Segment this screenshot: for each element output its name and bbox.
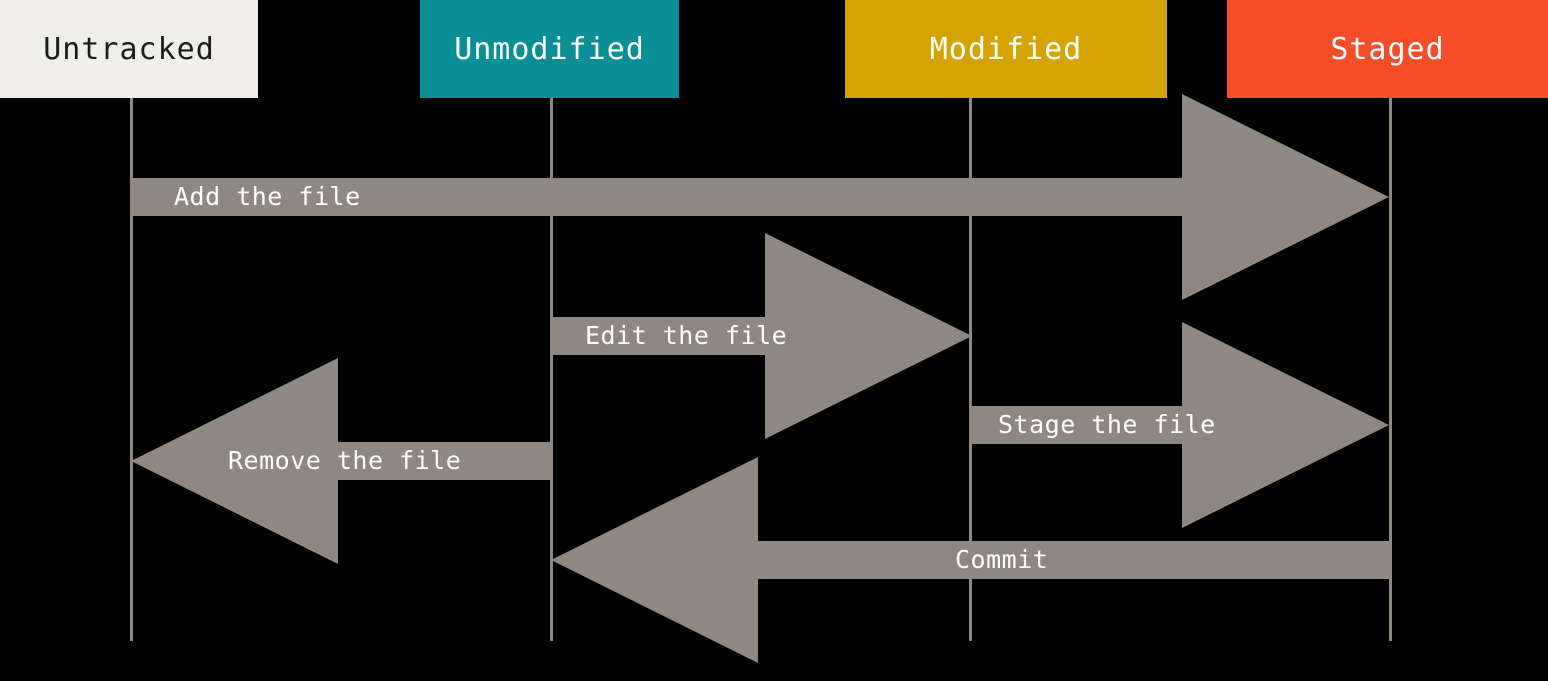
state-label-modified: Modified (929, 31, 1083, 67)
state-box-untracked: Untracked (0, 0, 258, 98)
arrow-shaft-edit-the-file (551, 317, 765, 355)
state-label-unmodified: Unmodified (454, 31, 645, 67)
lifeline-staged (1389, 98, 1392, 641)
arrow-head-right-icon-add-the-file (1182, 94, 1389, 300)
arrow-shaft-commit (758, 541, 1390, 579)
arrow-head-right-icon-stage-the-file (1182, 322, 1389, 528)
arrow-label-stage-the-file: Stage the file (998, 410, 1216, 439)
arrow-head-left-icon-remove-the-file (131, 358, 338, 564)
arrow-shaft-stage-the-file (970, 406, 1182, 444)
arrow-label-add-the-file: Add the file (174, 182, 361, 211)
arrow-head-right-icon-edit-the-file (765, 233, 972, 439)
state-label-untracked: Untracked (43, 31, 215, 67)
arrow-label-commit: Commit (955, 545, 1049, 574)
arrow-shaft-add-the-file (131, 178, 1182, 216)
arrow-label-remove-the-file: Remove the file (228, 446, 462, 475)
state-box-staged: Staged (1227, 0, 1548, 98)
lifeline-unmodified (550, 98, 553, 641)
state-box-modified: Modified (845, 0, 1167, 98)
state-label-staged: Staged (1330, 31, 1445, 67)
arrow-shaft-remove-the-file (338, 442, 551, 480)
state-box-unmodified: Unmodified (420, 0, 679, 98)
arrow-label-edit-the-file: Edit the file (585, 321, 788, 350)
arrow-head-left-icon-commit (551, 457, 758, 663)
